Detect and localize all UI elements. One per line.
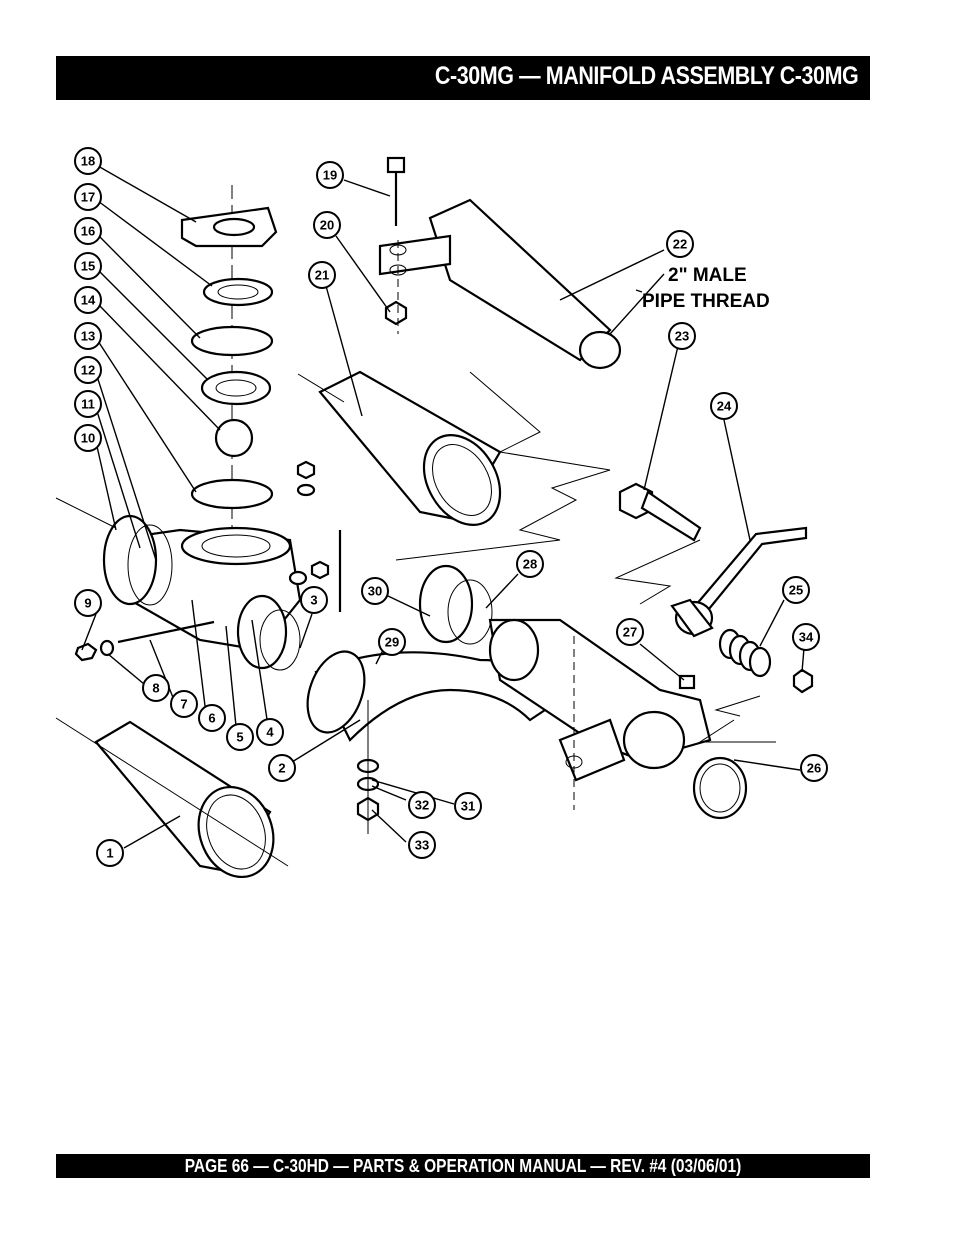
part-17-bearing <box>202 277 274 307</box>
callout-9: 9 <box>74 589 102 617</box>
svg-text:32: 32 <box>415 798 429 813</box>
part-drawings <box>55 156 814 879</box>
part-14-ball <box>214 418 254 458</box>
callout-18: 18 <box>74 147 102 175</box>
part-34-nut <box>792 668 814 694</box>
page-title: C-30MG — MANIFOLD ASSEMBLY C-30MG <box>434 62 859 90</box>
thread-note-line2: PIPE THREAD <box>642 291 770 312</box>
callout-7: 7 <box>170 690 198 718</box>
svg-text:30: 30 <box>368 584 382 599</box>
svg-text:11: 11 <box>81 397 95 412</box>
leader-lines <box>81 165 805 849</box>
callout-10: 10 <box>74 424 102 452</box>
svg-text:3: 3 <box>310 593 317 608</box>
header-bar: C-30MG — MANIFOLD ASSEMBLY C-30MG <box>56 56 870 100</box>
svg-text:22: 22 <box>673 237 687 252</box>
callout-24: 24 <box>710 392 738 420</box>
part-19-bolt-head <box>386 156 406 174</box>
callout-17: 17 <box>74 183 102 211</box>
part-13-ring <box>190 478 274 510</box>
callout-16: 16 <box>74 217 102 245</box>
callout-29: 29 <box>378 628 406 656</box>
callout-15: 15 <box>74 252 102 280</box>
svg-text:31: 31 <box>461 799 475 814</box>
callout-27: 27 <box>616 618 644 646</box>
svg-text:33: 33 <box>415 838 429 853</box>
svg-text:1: 1 <box>106 846 113 861</box>
callout-34: 34 <box>792 623 820 651</box>
part-28-coupling <box>418 564 474 644</box>
svg-text:2: 2 <box>278 761 285 776</box>
svg-text:13: 13 <box>81 329 95 344</box>
svg-text:14: 14 <box>81 293 96 308</box>
callout-4: 4 <box>256 718 284 746</box>
svg-text:8: 8 <box>152 681 159 696</box>
callout-20: 20 <box>313 211 341 239</box>
thread-note-line1: 2" MALE <box>668 265 747 286</box>
svg-text:23: 23 <box>675 329 689 344</box>
svg-text:25: 25 <box>789 583 803 598</box>
callout-23: 23 <box>668 322 696 350</box>
callout-22: 22 <box>666 230 694 258</box>
svg-text:7: 7 <box>180 697 187 712</box>
callout-30: 30 <box>361 577 389 605</box>
svg-text:17: 17 <box>81 190 95 205</box>
svg-text:18: 18 <box>81 154 95 169</box>
callout-13: 13 <box>74 322 102 350</box>
svg-text:19: 19 <box>323 168 337 183</box>
callout-3: 3 <box>300 586 328 614</box>
svg-text:26: 26 <box>807 761 821 776</box>
callout-11: 11 <box>74 390 102 418</box>
callout-14: 14 <box>74 286 102 314</box>
callout-33: 33 <box>408 831 436 859</box>
callout-25: 25 <box>782 576 810 604</box>
part-26-ring <box>692 756 748 820</box>
part-8-bolt <box>117 620 215 644</box>
svg-text:4: 4 <box>266 725 274 740</box>
callout-26: 26 <box>800 754 828 782</box>
svg-text:29: 29 <box>385 635 399 650</box>
callout-31: 31 <box>454 792 482 820</box>
footer-bar: PAGE 66 — C-30HD — PARTS & OPERATION MAN… <box>56 1154 870 1178</box>
callout-2: 2 <box>268 754 296 782</box>
callout-21: 21 <box>308 261 336 289</box>
part-25-spring <box>718 628 772 678</box>
callout-12: 12 <box>74 356 102 384</box>
part-15-bushing <box>200 370 272 406</box>
callout-6: 6 <box>198 704 226 732</box>
svg-text:20: 20 <box>320 218 334 233</box>
callouts: 1 2 3 4 5 6 7 8 9 10 11 12 13 14 15 16 1… <box>74 147 828 867</box>
svg-text:10: 10 <box>81 431 95 446</box>
svg-text:34: 34 <box>799 630 814 645</box>
svg-text:16: 16 <box>81 224 95 239</box>
svg-text:5: 5 <box>236 730 243 745</box>
callout-1: 1 <box>96 839 124 867</box>
part-22-pipe <box>428 198 612 362</box>
part-16-ring <box>190 325 274 357</box>
svg-text:28: 28 <box>523 557 537 572</box>
svg-text:24: 24 <box>717 399 732 414</box>
svg-text:9: 9 <box>84 596 91 611</box>
part-9-nut <box>74 642 98 662</box>
callout-8: 8 <box>142 674 170 702</box>
callout-19: 19 <box>316 161 344 189</box>
callout-32: 32 <box>408 791 436 819</box>
footer-text: PAGE 66 — C-30HD — PARTS & OPERATION MAN… <box>184 1156 742 1176</box>
svg-text:6: 6 <box>208 711 215 726</box>
part-20-nut <box>384 300 408 326</box>
svg-text:21: 21 <box>315 268 329 283</box>
callout-28: 28 <box>516 550 544 578</box>
callout-5: 5 <box>226 723 254 751</box>
svg-text:12: 12 <box>81 363 95 378</box>
svg-text:27: 27 <box>623 625 637 640</box>
svg-text:15: 15 <box>81 259 95 274</box>
